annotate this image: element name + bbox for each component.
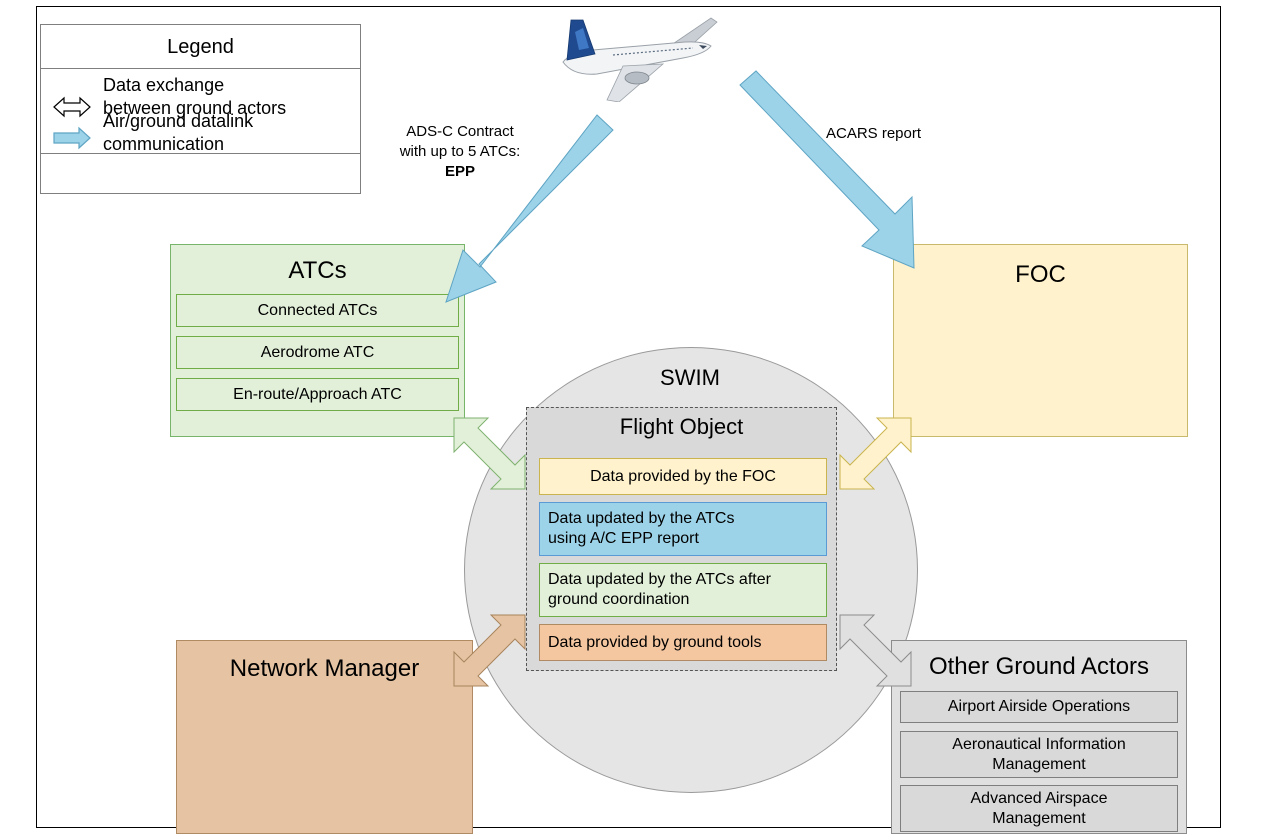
blue-arrow-icon [53,126,91,150]
double-arrow-icon [53,96,91,118]
atcs-item-connected: Connected ATCs [176,294,459,327]
fo-item-gt-label: Data provided by ground tools [548,633,762,651]
diagram-frame [36,6,1221,828]
atcs-box: ATCs Connected ATCs Aerodrome ATC En-rou… [170,244,465,437]
fo-item-ground-coordination: Data updated by the ATCs after ground co… [539,563,827,617]
other-ground-actors-title: Other Ground Actors [928,653,1150,680]
oga-item-airport-label: Airport Airside Operations [947,698,1131,715]
oga-item-airport: Airport Airside Operations [900,691,1178,723]
legend-title: Legend [41,25,360,69]
fo-item-epp-line1: Data updated by the ATCs [548,510,735,527]
legend-exchange-line2: between ground actors [103,98,287,118]
atcs-item-aerodrome: Aerodrome ATC [176,336,459,369]
exchange-arrow-foc [839,417,912,490]
flight-object-box: Flight Object Data provided by the FOC D… [526,407,837,671]
adsc-label-line1: ADS-C Contract [406,123,514,140]
network-manager-title: Network Manager [229,655,420,682]
fo-item-epp: Data updated by the ATCs using A/C EPP r… [539,502,827,556]
fo-item-foc: Data provided by the FOC [539,458,827,495]
flight-object-title: Flight Object [619,414,744,439]
oga-item-aim-line2: Management [992,755,1086,773]
swim-title: SWIM [660,365,720,390]
atcs-title: ATCs [288,257,347,284]
fo-item-ground-tools: Data provided by ground tools [539,624,827,661]
legend-row-datalink: Air/ground datalink communication [41,111,360,195]
datalink-arrow-foc [739,70,915,269]
legend-row-exchange: Data exchange between ground actors [41,69,360,154]
network-manager-box: Network Manager [176,640,473,834]
atcs-item-enroute: En-route/Approach ATC [176,378,459,411]
other-ground-actors-box: Other Ground Actors Airport Airside Oper… [891,640,1187,834]
foc-box: FOC [893,244,1188,437]
fo-item-foc-label: Data provided by the FOC [590,467,776,485]
oga-item-aim-line1: Aeronautical Information [952,735,1126,753]
exchange-arrow-nm [453,614,526,687]
fo-item-gc-line1: Data updated by the ATCs after [548,571,771,588]
legend-datalink-line1: Air/ground datalink [103,111,254,131]
adsc-label: ADS-C Contract with up to 5 ATCs: EPP [380,122,540,182]
datalink-arrow-atcs [445,114,614,303]
fo-item-gc-line2: ground coordination [548,591,690,608]
exchange-arrow-atcs [453,417,526,490]
legend-exchange-line1: Data exchange [103,75,225,95]
legend: Legend Data exchange between ground acto… [40,24,361,194]
fo-item-epp-line2: using A/C EPP report [548,530,699,547]
adsc-label-line3: EPP [444,163,475,180]
oga-item-airspace-line2: Management [992,809,1086,827]
oga-item-aim: Aeronautical Information Management [900,731,1178,778]
exchange-arrow-oga [839,614,912,687]
legend-datalink-line2: communication [103,134,225,154]
acars-label: ACARS report [826,125,922,142]
adsc-label-line2: with up to 5 ATCs: [399,143,521,160]
airplane-icon [553,10,720,102]
oga-item-airspace: Advanced Airspace Management [900,785,1178,832]
foc-title: FOC [1015,261,1066,288]
oga-item-airspace-line1: Advanced Airspace [970,789,1108,807]
